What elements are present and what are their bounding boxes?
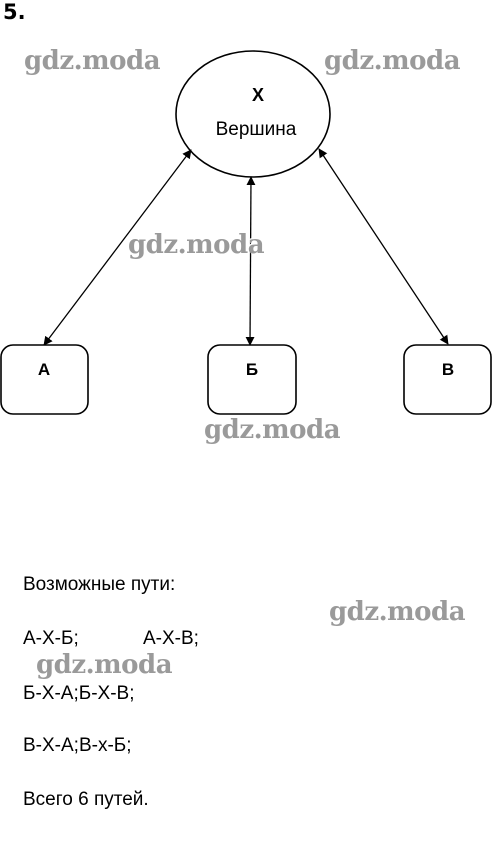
paths-total: Всего 6 путей. (23, 789, 149, 810)
vertex-x-letter: Х (252, 85, 264, 105)
vertex-x-caption: Вершина (216, 119, 297, 140)
node-v-box (403, 344, 492, 415)
node-b-label: Б (246, 360, 258, 379)
watermark: gdz.moda (24, 46, 161, 76)
paths-heading: Возможные пути: (23, 574, 176, 595)
task-number: 5. (3, 0, 26, 24)
node-a-label: А (38, 360, 50, 379)
watermark: gdz.moda (324, 46, 461, 76)
watermark: gdz.moda (128, 230, 265, 260)
node-b-box (207, 344, 297, 415)
paths-row2: Б-Х-А;Б-Х-В; (23, 683, 135, 704)
node-a-box (0, 344, 89, 415)
arrow-x-a (43, 149, 192, 346)
node-v-label: В (442, 360, 454, 379)
vertex-x-ellipse (175, 50, 331, 178)
paths-row1-col1: А-Х-Б; (23, 628, 79, 649)
arrow-x-b (245, 176, 256, 346)
arrow-x-v (318, 148, 449, 345)
paths-row1-col2: А-Х-В; (143, 628, 199, 649)
paths-row3: В-Х-А;В-х-Б; (23, 735, 132, 756)
watermark: gdz.moda (36, 650, 173, 680)
watermark: gdz.moda (204, 415, 341, 445)
watermark: gdz.moda (329, 597, 466, 627)
